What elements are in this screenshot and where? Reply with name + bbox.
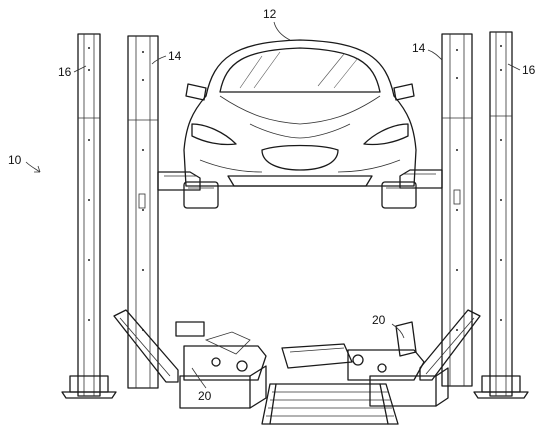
battery-conveyor (261, 343, 399, 425)
right-outer-post (473, 31, 529, 399)
label-vehicle: 12 (263, 7, 277, 21)
left-inner-post (127, 35, 159, 389)
vehicle (183, 39, 417, 209)
label-battery-station-left: 20 (198, 389, 212, 403)
lift-arms (157, 169, 443, 191)
left-battery-station (113, 309, 267, 409)
right-inner-post (441, 33, 473, 387)
label-lift-post-outer-left: 16 (58, 65, 72, 79)
right-battery-station (347, 309, 481, 407)
label-battery-station-right: 20 (372, 313, 386, 327)
label-lift-post-outer-right: 16 (522, 63, 536, 77)
label-lift-system: 10 (8, 153, 22, 167)
label-lift-post-inner-right: 14 (412, 41, 426, 55)
left-outer-post (61, 33, 117, 399)
label-lift-post-inner-left: 14 (168, 49, 182, 63)
reference-leaders (25, 21, 521, 389)
